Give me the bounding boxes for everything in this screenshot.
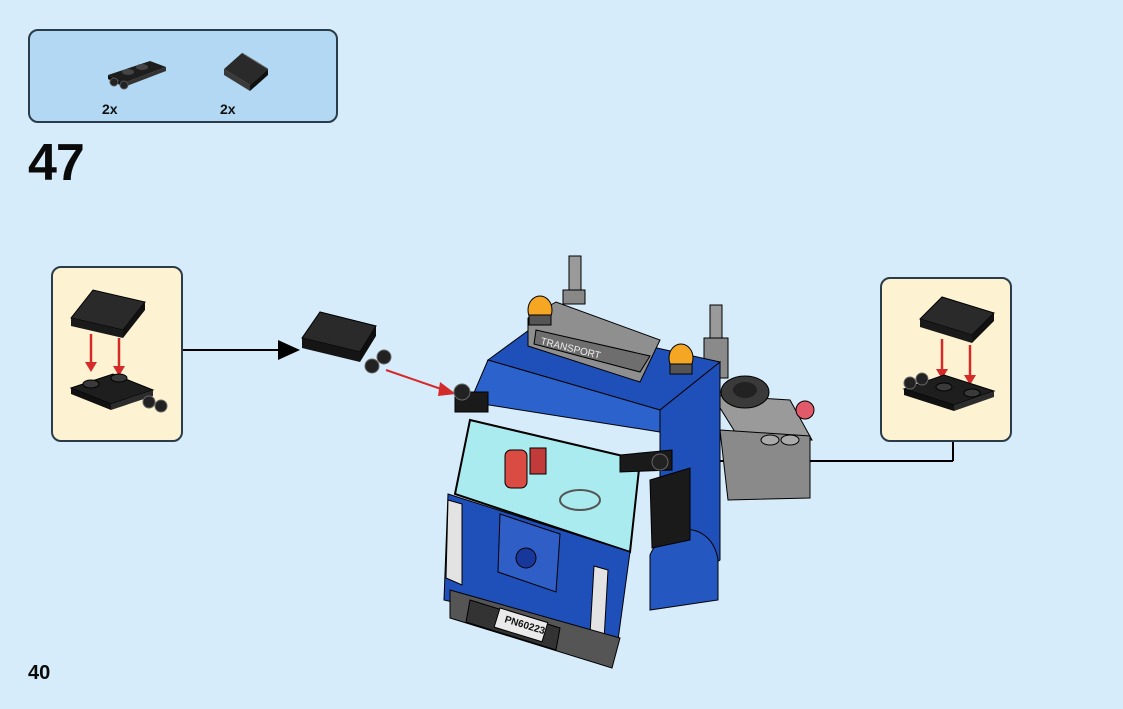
callout-arrow-left (183, 340, 300, 360)
floating-slope-part (302, 312, 391, 373)
insert-arrow (386, 370, 456, 396)
truck-cab-model: TRANSPORT PN60223 (444, 256, 814, 668)
page-number: 40 (28, 662, 50, 685)
